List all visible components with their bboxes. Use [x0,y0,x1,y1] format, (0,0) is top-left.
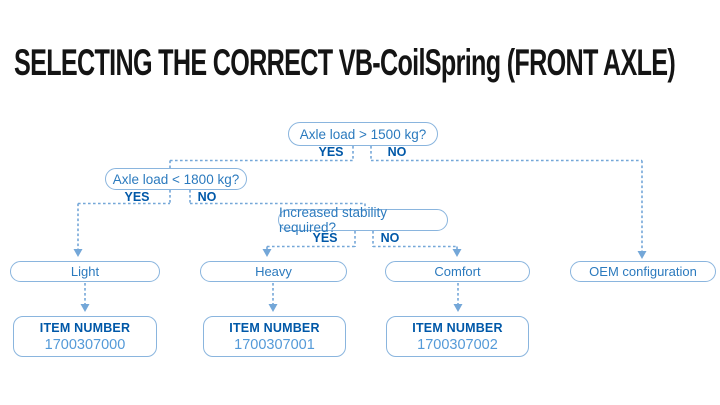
item-number-box-comfort: ITEM NUMBER 1700307002 [386,316,529,357]
decision-axle-load-1800: Axle load < 1800 kg? [105,168,247,190]
decision1-yes-label: YES [318,145,344,159]
result-oem-configuration-label: OEM configuration [589,264,697,279]
result-light-label: Light [70,264,100,279]
item-number-box-heavy: ITEM NUMBER 1700307001 [203,316,346,357]
item-number-box-light: ITEM NUMBER 1700307000 [13,316,157,357]
result-heavy: Heavy [200,261,347,282]
result-comfort: Comfort [385,261,530,282]
decision3-no-label: NO [380,231,400,245]
result-oem-configuration: OEM configuration [570,261,716,282]
decision-axle-load-1800-label: Axle load < 1800 kg? [112,171,240,187]
decision1-no-label: NO [387,145,407,159]
flow-arrowheads [73,249,647,312]
item-number-value-heavy: 1700307001 [234,336,315,353]
result-light: Light [10,261,160,282]
item-number-heading: ITEM NUMBER [39,320,131,335]
decision2-yes-label: YES [124,190,150,204]
decision3-yes-label: YES [312,231,338,245]
item-number-heading: ITEM NUMBER [229,320,320,335]
item-number-value-light: 1700307000 [44,336,126,353]
page-title: SELECTING THE CORRECT VB-CoilSpring (FRO… [14,42,676,83]
result-comfort-label: Comfort [434,264,481,279]
decision-axle-load-1500-label: Axle load > 1500 kg? [299,126,427,142]
decision-increased-stability: Increased stability required? [278,205,448,235]
result-heavy-label: Heavy [255,264,292,279]
decision-axle-load-1500: Axle load > 1500 kg? [288,122,438,146]
decision2-no-label: NO [197,190,217,204]
item-number-value-comfort: 1700307002 [417,336,498,353]
item-number-heading: ITEM NUMBER [412,320,503,335]
decision-increased-stability-label: Increased stability required? [279,205,388,235]
